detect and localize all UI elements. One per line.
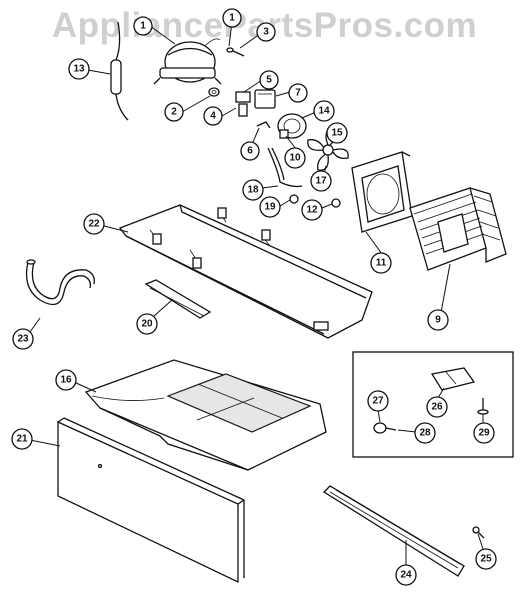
svg-text:16: 16	[60, 375, 72, 386]
svg-text:25: 25	[480, 554, 492, 565]
callout-4: 4	[203, 106, 223, 126]
callout-20: 20	[136, 313, 158, 335]
svg-text:10: 10	[289, 153, 301, 164]
base-pan	[118, 204, 373, 339]
condenser-coil	[409, 187, 507, 271]
motor-bracket	[267, 147, 303, 188]
svg-text:5: 5	[266, 75, 272, 86]
svg-text:1: 1	[229, 13, 235, 24]
fan-motor	[277, 113, 307, 139]
channel-bracket	[144, 279, 212, 319]
svg-text:22: 22	[88, 219, 100, 230]
clip	[256, 121, 271, 129]
svg-text:1: 1	[140, 21, 146, 32]
fan-blade	[307, 127, 349, 171]
svg-text:20: 20	[141, 319, 153, 330]
callout-2: 2	[164, 102, 184, 122]
svg-text:23: 23	[17, 334, 29, 345]
callout-10: 10	[284, 147, 306, 169]
callout-1: 1	[133, 16, 153, 36]
svg-text:3: 3	[263, 27, 269, 38]
callout-11: 11	[370, 252, 392, 274]
drain-pan	[84, 359, 327, 471]
callout-5: 5	[259, 70, 279, 90]
compressor	[153, 38, 222, 85]
svg-text:19: 19	[264, 202, 276, 213]
svg-text:29: 29	[478, 428, 490, 439]
callout-16: 16	[55, 369, 77, 391]
svg-text:7: 7	[295, 88, 301, 99]
mounting-pin	[226, 47, 245, 57]
svg-text:18: 18	[247, 185, 259, 196]
callout-9: 9	[427, 309, 449, 331]
start-device	[254, 89, 276, 109]
callout-7: 7	[288, 83, 308, 103]
callout-1-b: 1	[222, 8, 242, 28]
callout-26: 26	[426, 396, 448, 418]
svg-text:14: 14	[318, 106, 330, 117]
grommet	[208, 87, 220, 97]
svg-text:28: 28	[419, 428, 431, 439]
callout-25: 25	[475, 548, 497, 570]
callout-23: 23	[12, 328, 34, 350]
callout-21: 21	[11, 428, 33, 450]
svg-text:26: 26	[431, 402, 443, 413]
svg-text:4: 4	[210, 111, 216, 122]
drier-tube	[110, 21, 129, 121]
overload-relay	[235, 91, 251, 117]
callout-19: 19	[259, 196, 281, 218]
callout-29: 29	[473, 422, 495, 444]
grille-screw	[472, 526, 485, 539]
svg-text:11: 11	[376, 258, 387, 269]
svg-text:21: 21	[16, 434, 28, 445]
callout-22: 22	[83, 213, 105, 235]
svg-text:27: 27	[372, 396, 384, 407]
callout-15: 15	[326, 122, 348, 144]
callout-17: 17	[310, 170, 332, 192]
callout-28: 28	[414, 422, 436, 444]
nut	[331, 198, 341, 208]
callout-27: 27	[367, 390, 389, 412]
callout-14: 14	[313, 100, 335, 122]
callout-3: 3	[256, 22, 276, 42]
callout-12: 12	[301, 199, 323, 221]
toe-grille	[322, 485, 465, 577]
svg-text:6: 6	[247, 146, 253, 157]
callout-6: 6	[240, 141, 260, 161]
svg-text:13: 13	[73, 64, 85, 75]
svg-text:24: 24	[400, 570, 412, 581]
callout-13: 13	[68, 58, 90, 80]
svg-text:2: 2	[171, 107, 177, 118]
svg-text:12: 12	[306, 205, 318, 216]
fan-shroud	[351, 151, 419, 233]
callout-18: 18	[242, 179, 264, 201]
nut	[289, 194, 299, 204]
front-panel	[57, 417, 245, 584]
svg-text:15: 15	[331, 128, 343, 139]
drain-hose	[25, 259, 95, 306]
svg-text:17: 17	[315, 176, 327, 187]
callout-24: 24	[395, 564, 417, 586]
svg-text:9: 9	[435, 315, 441, 326]
